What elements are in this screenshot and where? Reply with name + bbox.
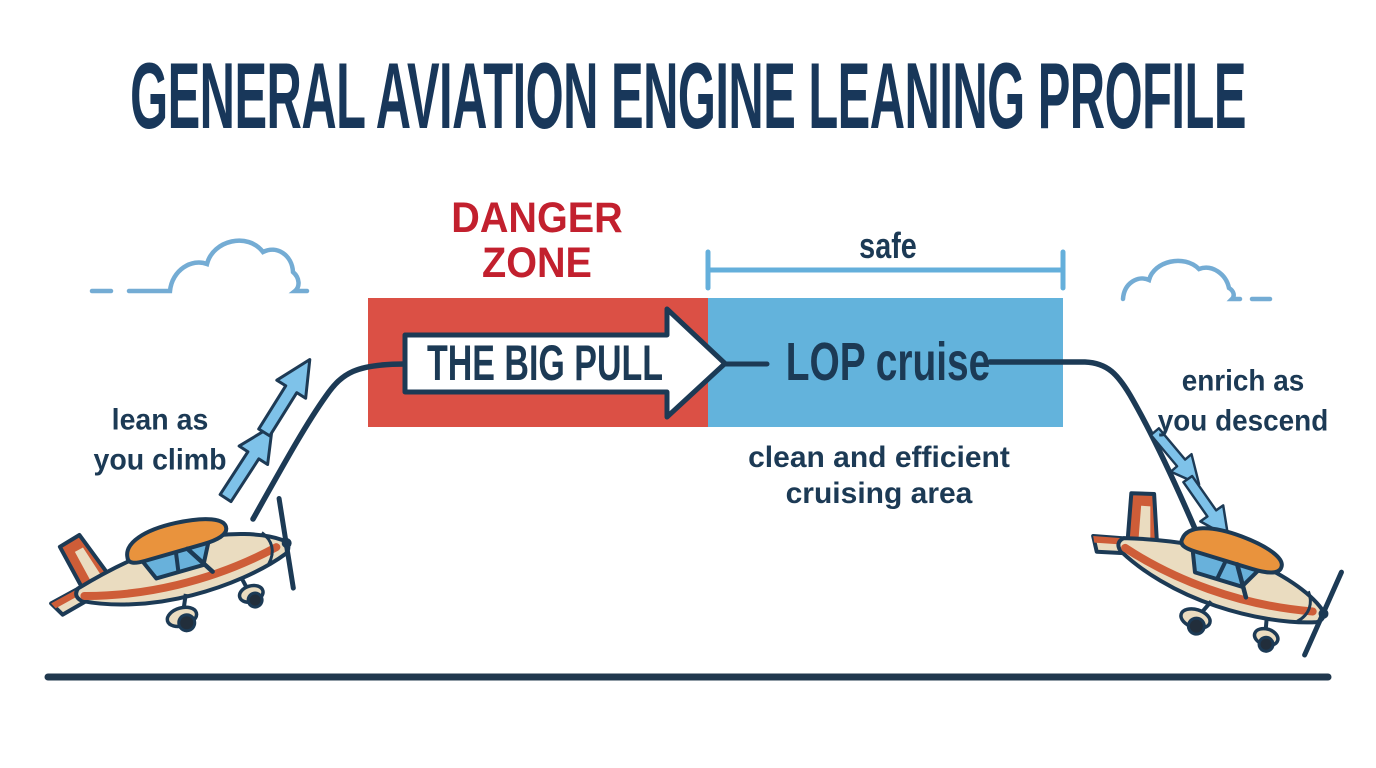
safe-label: safe (859, 225, 917, 266)
cruise-note-line2: cruising area (785, 477, 973, 510)
right-cloud-icon (1120, 258, 1273, 302)
climb-flight-path (250, 361, 408, 522)
safe-range-bracket (705, 249, 1066, 291)
danger-zone-label-line2: ZONE (482, 239, 592, 287)
left-cloud-icon (89, 238, 310, 294)
climb-note: lean as you climb (93, 400, 226, 479)
page-title: GENERAL AVIATION ENGINE LEANING PROFILE (130, 43, 1246, 148)
danger-zone-label-line1: DANGER (451, 193, 623, 242)
big-pull-label: THE BIG PULL (426, 335, 664, 391)
danger-zone-label: DANGER ZONE (451, 193, 623, 287)
big-pull-arrow (402, 306, 728, 420)
descent-flight-path (987, 359, 1208, 555)
climb-arrow-icon (248, 349, 326, 443)
cruise-note-line1: clean and efficient (748, 441, 1010, 474)
lop-cruise-label: LOP cruise (785, 332, 991, 392)
climbing-plane-icon (35, 479, 307, 665)
cruise-note: clean and efficient cruising area (748, 440, 1010, 512)
descend-note: enrich as you descend (1158, 361, 1329, 440)
descend-note-line2: you descend (1157, 404, 1329, 437)
climb-note-line1: lean as (111, 403, 209, 437)
descend-note-line1: enrich as (1181, 364, 1305, 398)
climb-note-line2: you climb (93, 443, 227, 476)
